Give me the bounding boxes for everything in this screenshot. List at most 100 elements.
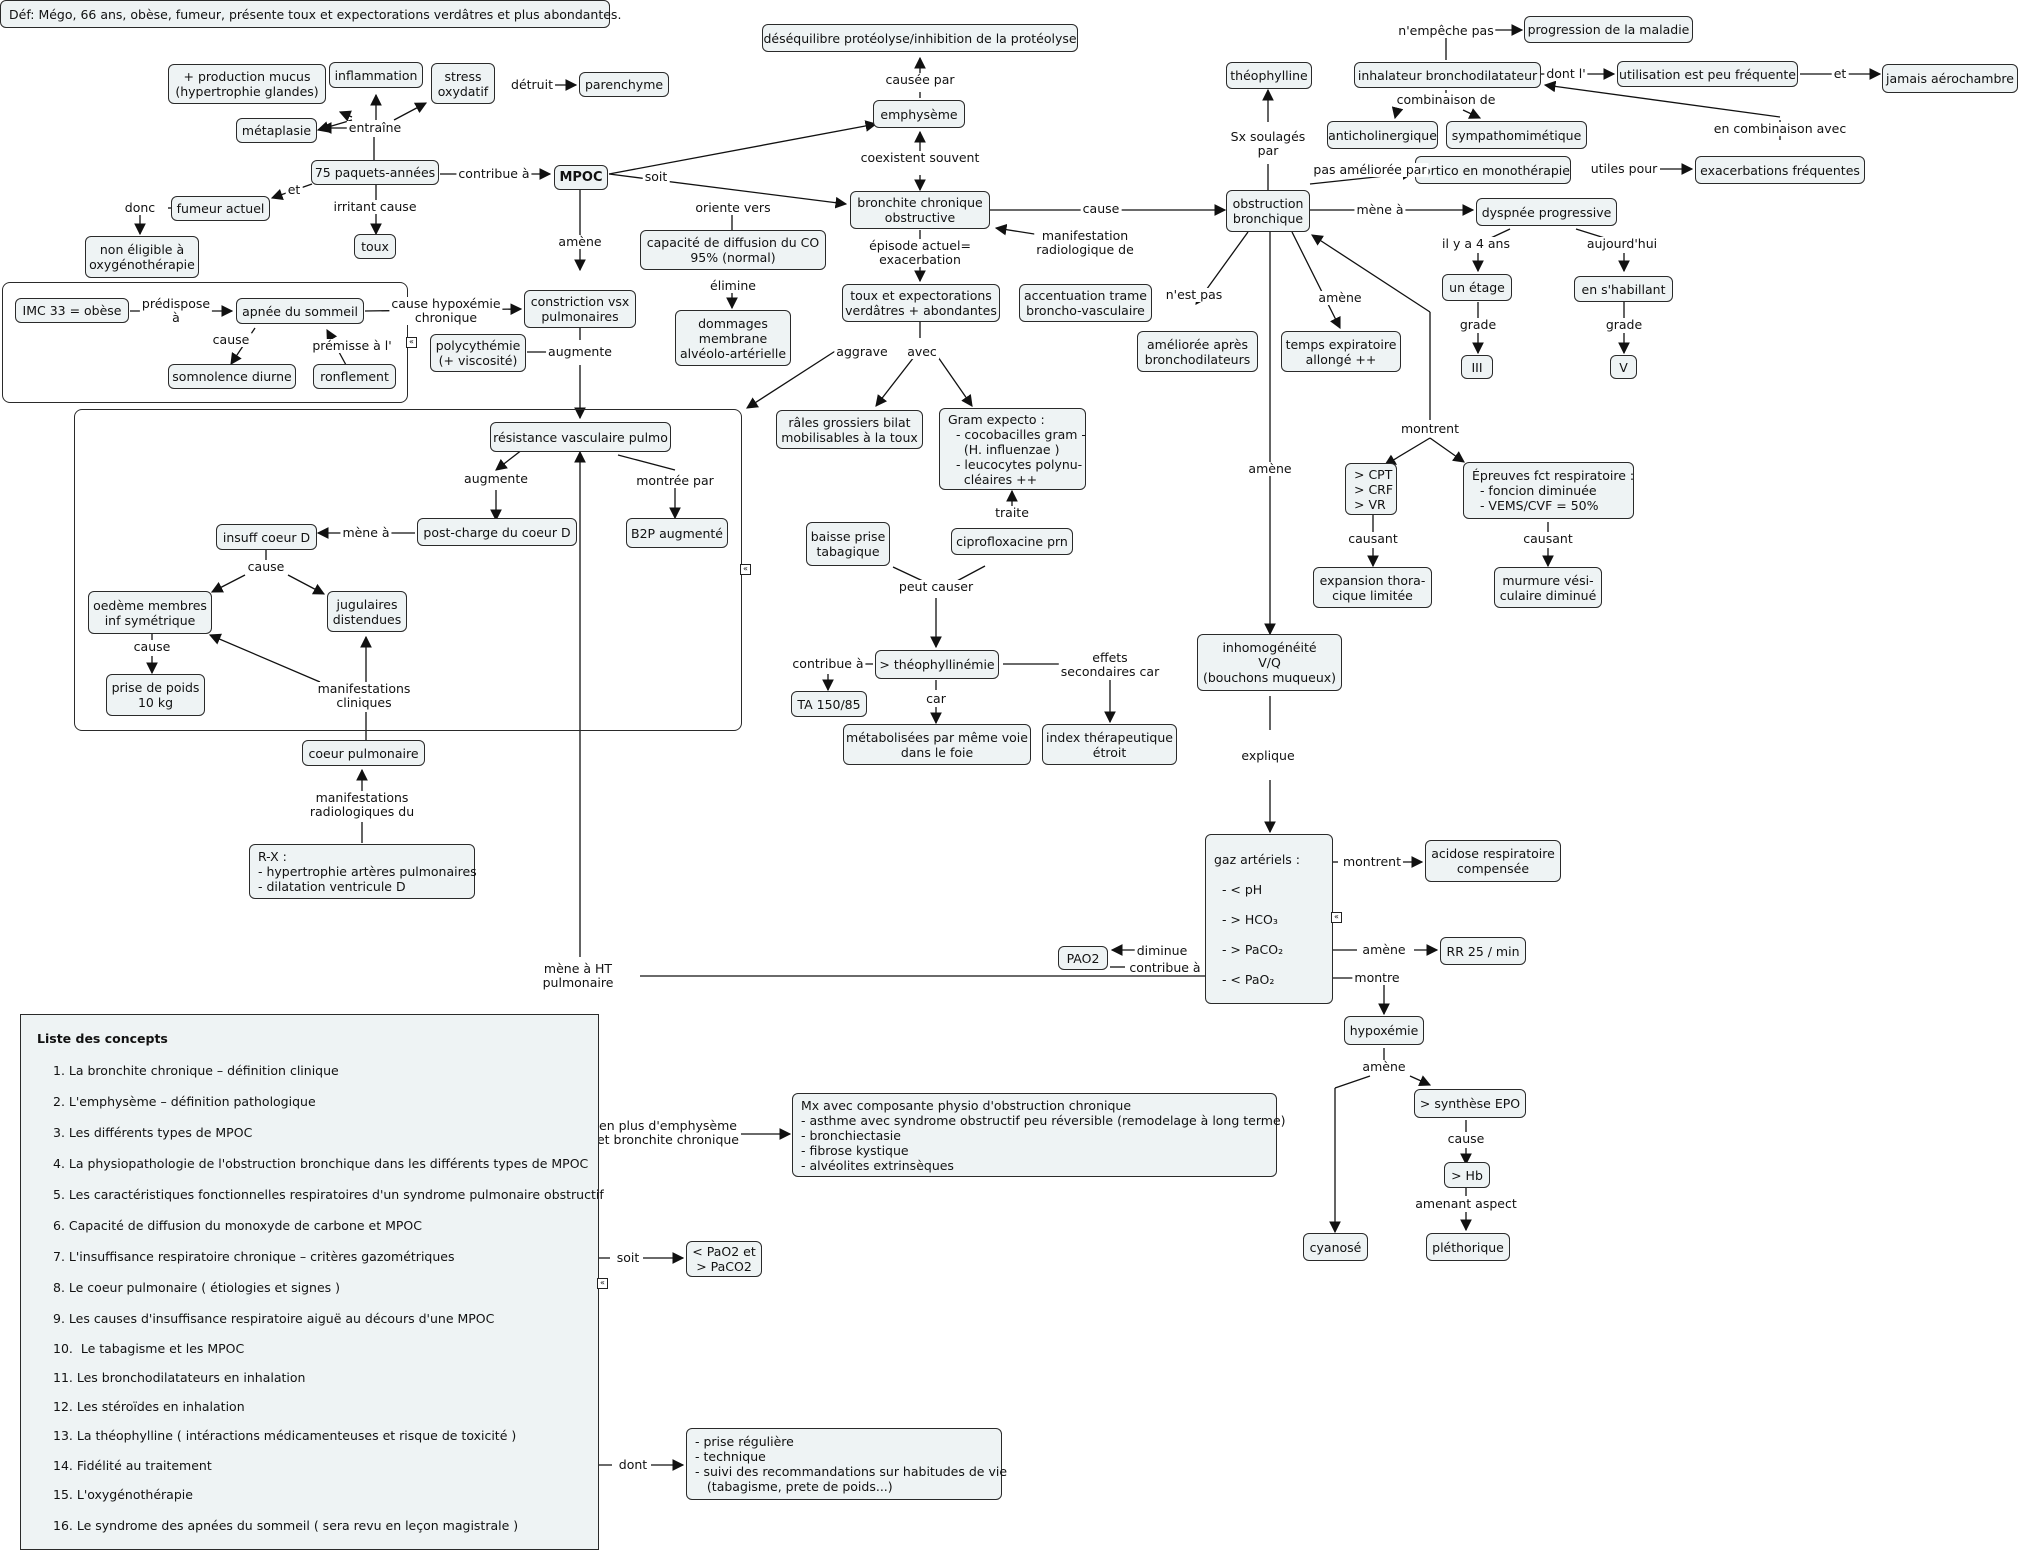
node-production-mucus[interactable]: + production mucus (hypertrophie glandes… <box>168 64 326 104</box>
node-rales[interactable]: râles grossiers bilat mobilisables à la … <box>776 410 923 449</box>
node-fumeur-actuel[interactable]: fumeur actuel <box>171 196 270 221</box>
node-emphyseme[interactable]: emphysème <box>873 100 965 128</box>
node-apnee[interactable]: apnée du sommeil <box>236 298 364 324</box>
node-progression[interactable]: progression de la maladie <box>1524 16 1693 43</box>
node-exacerbations[interactable]: exacerbations fréquentes <box>1695 156 1865 184</box>
concept-item: 14. Fidélité au traitement <box>53 1458 212 1473</box>
node-inhalateur[interactable]: inhalateur bronchodilatateur <box>1354 62 1541 88</box>
node-en-shabillant[interactable]: en s'habillant <box>1574 276 1673 302</box>
node-insuff-coeur[interactable]: insuff coeur D <box>216 524 317 550</box>
node-baisse-prise[interactable]: baisse prise tabagique <box>806 522 890 566</box>
node-grade-v[interactable]: V <box>1610 355 1637 379</box>
concept-item: 1. La bronchite chronique – définition c… <box>53 1063 339 1078</box>
node-temps-expi[interactable]: temps expiratoire allongé ++ <box>1281 331 1401 372</box>
node-cyanose[interactable]: cyanosé <box>1303 1233 1368 1261</box>
node-constriction[interactable]: constriction vsx pulmonaires <box>524 290 636 328</box>
node-somnolence[interactable]: somnolence diurne <box>168 364 296 389</box>
node-metabolisees[interactable]: métabolisées par même voie dans le foie <box>843 724 1031 765</box>
node-epreuves[interactable]: Épreuves fct respiratoire : - foncion di… <box>1463 462 1634 519</box>
node-paquets-annees[interactable]: 75 paquets-années <box>311 160 439 185</box>
link-detruit: détruit <box>509 77 555 92</box>
link-car: car <box>924 691 948 706</box>
node-un-etage[interactable]: un étage <box>1442 274 1512 301</box>
collapse-icon[interactable]: « <box>597 1278 608 1289</box>
node-anticholinergique[interactable]: anticholinergique <box>1327 121 1438 149</box>
link-coexistent: coexistent souvent <box>858 150 982 165</box>
node-sympathomimetique[interactable]: sympathomimétique <box>1446 121 1587 149</box>
node-desequilibre[interactable]: déséquilibre protéolyse/inhibition de la… <box>762 24 1078 52</box>
node-theophylline[interactable]: théophylline <box>1226 62 1312 89</box>
node-jugulaires[interactable]: jugulaires distendues <box>327 591 407 632</box>
node-b2p[interactable]: B2P augmenté <box>626 518 728 548</box>
node-toux[interactable]: toux <box>354 234 396 259</box>
node-ronflement[interactable]: ronflement <box>313 364 396 389</box>
collapse-icon[interactable]: « <box>406 337 417 348</box>
node-capacite-co[interactable]: capacité de diffusion du CO 95% (normal) <box>640 230 826 270</box>
link-entraine: entraîne <box>346 120 404 135</box>
node-rx[interactable]: R-X : - hypertrophie artères pulmonaires… <box>249 844 477 899</box>
link-sx-soulages: Sx soulagés par <box>1228 129 1308 158</box>
node-coeur-pulmonaire[interactable]: coeur pulmonaire <box>302 740 425 766</box>
link-combinaison: combinaison de <box>1394 92 1498 107</box>
node-metaplasie[interactable]: métaplasie <box>236 118 317 143</box>
node-dommages[interactable]: dommages membrane alvéolo-artérielle <box>675 310 791 366</box>
link-montrent2: montrent <box>1340 854 1404 869</box>
node-mpoc[interactable]: MPOC <box>554 165 608 190</box>
collapse-icon[interactable]: « <box>1331 912 1342 923</box>
node-toux-expecto[interactable]: toux et expectorations verdâtres + abond… <box>842 284 1000 322</box>
link-aujourdhui: aujourd'hui <box>1584 236 1660 251</box>
node-inflammation[interactable]: inflammation <box>329 62 423 88</box>
node-gram[interactable]: Gram expecto : - cocobacilles gram - (H.… <box>939 408 1086 490</box>
node-accentuation[interactable]: accentuation trame broncho-vasculaire <box>1019 284 1152 322</box>
node-murmure[interactable]: murmure vési- culaire diminué <box>1494 567 1602 608</box>
node-prise-poids[interactable]: prise de poids 10 kg <box>106 674 205 716</box>
link-cause4: cause <box>131 639 173 654</box>
link-grade: grade <box>1457 317 1499 332</box>
node-parenchyme[interactable]: parenchyme <box>579 72 669 97</box>
node-acidose[interactable]: acidose respiratoire compensée <box>1425 840 1561 882</box>
link-predispose: prédispose à <box>139 296 213 325</box>
node-non-eligible[interactable]: non éligible à oxygénothérapie <box>85 236 199 278</box>
node-expansion[interactable]: expansion thora- cique limitée <box>1313 567 1432 608</box>
node-pao2[interactable]: PAO2 <box>1058 946 1108 970</box>
node-fidelite[interactable]: - prise régulière - technique - suivi de… <box>686 1428 1007 1500</box>
node-post-charge[interactable]: post-charge du coeur D <box>417 518 577 546</box>
node-cpt[interactable]: > CPT > CRF > VR <box>1345 463 1397 515</box>
node-theophyllinemie[interactable]: > théophyllinémie <box>875 650 999 679</box>
link-donc: donc <box>122 200 158 215</box>
node-cortico[interactable]: cortico en monothérapie <box>1415 156 1571 184</box>
link-mene-ht: mène à HT pulmonaire <box>540 961 616 990</box>
node-plethorique[interactable]: pléthorique <box>1426 1233 1510 1261</box>
link-elimine: élimine <box>708 278 758 293</box>
node-obstruction[interactable]: obstruction bronchique <box>1226 190 1310 232</box>
node-ciprofloxacine[interactable]: ciprofloxacine prn <box>951 528 1073 555</box>
node-synthese-epo[interactable]: > synthèse EPO <box>1414 1089 1526 1118</box>
link-episode: épisode actuel= exacerbation <box>867 238 973 267</box>
node-grade-iii[interactable]: III <box>1461 355 1493 379</box>
node-rr[interactable]: RR 25 / min <box>1440 937 1526 965</box>
node-hb[interactable]: > Hb <box>1444 1162 1490 1188</box>
node-resistance[interactable]: résistance vasculaire pulmo <box>490 422 671 452</box>
node-polycythemie[interactable]: polycythémie (+ viscosité) <box>430 334 526 372</box>
node-inhomogeneite[interactable]: inhomogénéité V/Q (bouchons muqueux) <box>1197 634 1342 691</box>
collapse-icon[interactable]: « <box>740 564 751 575</box>
node-mx[interactable]: Mx avec composante physio d'obstruction … <box>792 1093 1286 1177</box>
link-effets: effets secondaires car <box>1058 650 1162 679</box>
link-amene4: amène <box>1360 942 1408 957</box>
node-amelioree[interactable]: améliorée après bronchodilateurs <box>1137 331 1258 372</box>
node-hypoxemie[interactable]: hypoxémie <box>1344 1016 1424 1045</box>
node-ta[interactable]: TA 150/85 <box>791 691 867 717</box>
node-imc[interactable]: IMC 33 = obèse <box>15 298 129 323</box>
node-bronchite[interactable]: bronchite chronique obstructive <box>850 191 990 229</box>
node-index[interactable]: index thérapeutique étroit <box>1042 724 1177 765</box>
node-gaz-arteriels[interactable]: gaz artériels : - < pH - > HCO₃ - > PaCO… <box>1205 834 1333 1004</box>
node-jamais[interactable]: jamais aérochambre <box>1882 64 2018 93</box>
node-pao2-paco2[interactable]: < PaO2 et > PaCO2 <box>686 1241 762 1277</box>
node-dyspnee[interactable]: dyspnée progressive <box>1476 198 1617 226</box>
node-oedeme[interactable]: oedème membres inf symétrique <box>88 591 212 634</box>
link-cause2: cause <box>1080 201 1122 216</box>
node-stress-oxydatif[interactable]: stress oxydatif <box>431 63 495 104</box>
link-amene2: amène <box>1316 290 1364 305</box>
node-utilisation[interactable]: utilisation est peu fréquente <box>1617 61 1798 87</box>
